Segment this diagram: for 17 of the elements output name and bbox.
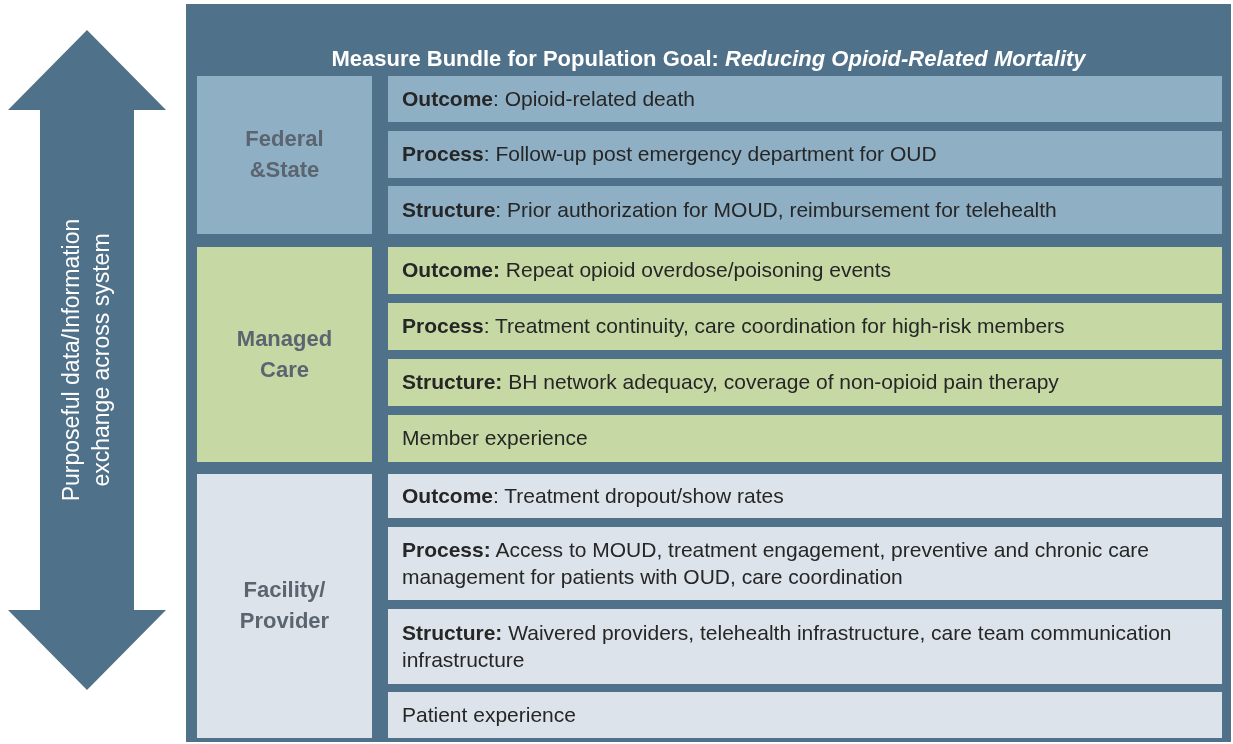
level-panel: Facility/ Provider — [197, 474, 372, 738]
measure-bar: Process: Follow-up post emergency department for OUD — [388, 131, 1222, 178]
measure-bar: Member experience — [388, 415, 1222, 462]
panel-background — [186, 4, 1231, 742]
measure-bar: Outcome: Repeat opioid overdose/poisoning events — [388, 247, 1222, 294]
measure-bar: Patient experience — [388, 692, 1222, 738]
measure-bar: Outcome: Treatment dropout/show rates — [388, 474, 1222, 518]
arrow-label: Purposeful data/Information exchange across system — [57, 217, 115, 504]
measure-bar: Structure: BH network adequacy, coverage of non-opioid pain therapy — [388, 359, 1222, 406]
level-panel: Managed Care — [197, 247, 372, 462]
measure-bar: Structure: Prior authorization for MOUD, reimbursement for telehealth — [388, 186, 1222, 234]
level-panel: Federal &State — [197, 76, 372, 234]
measure-bar: Process: Treatment continuity, care coordination for high-risk members — [388, 303, 1222, 350]
measure-bar: Outcome: Opioid-related death — [388, 76, 1222, 122]
measure-bar: Structure: Waivered providers, telehealth infrastructure, care team communication infrastructure — [388, 609, 1222, 684]
panel-title: Measure Bundle for Population Goal: Reducing Opioid-Related Mortality — [330, 46, 1087, 72]
measure-bar: Process: Access to MOUD, treatment engagement, preventive and chronic care management for patients with OUD, care coordination — [388, 527, 1222, 600]
